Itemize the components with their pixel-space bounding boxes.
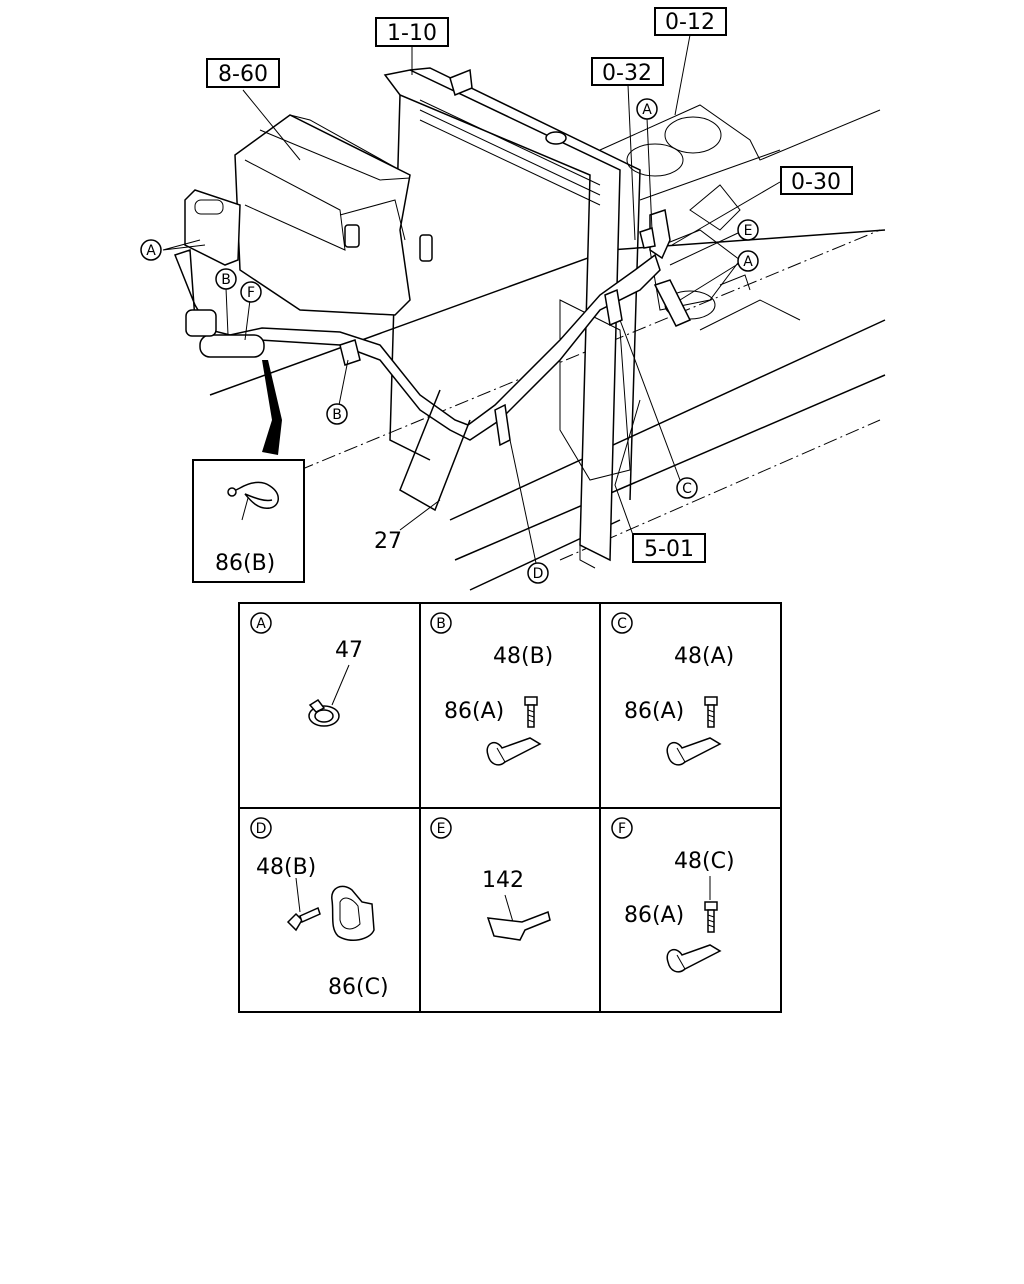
detail-grid: A 47 B 48(B) 86(A) C 48(A) 86(A)	[238, 602, 782, 1013]
ref-box-0-32: 0-32	[591, 57, 664, 86]
svg-text:0-32: 0-32	[602, 61, 652, 86]
heater-hose	[174, 209, 692, 512]
svg-text:B: B	[332, 407, 342, 423]
inset-clip-box: 86(B)	[192, 459, 305, 583]
svg-text:86(A): 86(A)	[444, 699, 504, 724]
svg-text:B: B	[221, 272, 231, 288]
callout-d: D	[527, 562, 549, 584]
svg-text:47: 47	[335, 638, 363, 663]
svg-text:E: E	[744, 223, 753, 239]
part-label-hose: 27	[374, 529, 402, 554]
callout-b-upper: B	[215, 268, 237, 290]
svg-text:C: C	[682, 481, 692, 497]
callout-b-lower: B	[326, 403, 348, 425]
hose-clips	[339, 227, 656, 447]
svg-text:8-60: 8-60	[218, 62, 268, 87]
detail-panel-a: A 47	[250, 612, 363, 727]
inset-pointer	[262, 360, 282, 455]
leader-lines	[162, 34, 781, 564]
svg-text:F: F	[618, 821, 626, 837]
svg-text:A: A	[146, 243, 156, 259]
svg-text:86(A): 86(A)	[624, 699, 684, 724]
svg-text:E: E	[437, 821, 446, 837]
ref-box-1-10: 1-10	[375, 17, 449, 47]
svg-text:48(B): 48(B)	[493, 644, 553, 669]
svg-text:F: F	[247, 285, 255, 301]
detail-panel-c: C 48(A) 86(A)	[611, 612, 734, 766]
svg-text:142: 142	[482, 868, 524, 893]
detail-panel-d: D 48(B) 86(C)	[250, 817, 389, 1000]
svg-text:D: D	[533, 566, 544, 582]
ref-box-0-12: 0-12	[654, 7, 727, 36]
svg-text:48(B): 48(B)	[256, 855, 316, 880]
callout-a-right: A	[737, 250, 759, 272]
detail-panel-f: F 48(C) 86(A)	[611, 817, 735, 973]
svg-text:86(B): 86(B)	[215, 551, 275, 576]
svg-text:A: A	[743, 254, 753, 270]
callout-a-top: A	[636, 98, 658, 120]
ref-box-5-01: 5-01	[632, 533, 706, 563]
callout-c: C	[676, 477, 698, 499]
svg-text:48(C): 48(C)	[674, 849, 735, 874]
svg-text:B: B	[436, 616, 446, 632]
svg-text:0-30: 0-30	[791, 170, 841, 195]
engine-block	[599, 104, 881, 331]
svg-text:A: A	[256, 616, 266, 632]
callout-f: F	[240, 281, 262, 303]
detail-panel-b: B 48(B) 86(A)	[430, 612, 553, 766]
main-view: 1-10 0-12 8-60 0-32 0-30 5-01 A B	[140, 7, 886, 591]
svg-text:1-10: 1-10	[387, 21, 437, 46]
ref-box-8-60: 8-60	[206, 58, 280, 88]
ref-box-0-30: 0-30	[780, 166, 853, 195]
svg-text:86(C): 86(C)	[328, 975, 389, 1000]
svg-text:C: C	[617, 616, 627, 632]
svg-text:5-01: 5-01	[644, 537, 694, 562]
svg-text:0-12: 0-12	[665, 10, 715, 35]
callout-a-left: A	[140, 239, 162, 261]
svg-text:48(A): 48(A)	[674, 644, 734, 669]
svg-text:D: D	[256, 821, 267, 837]
svg-text:86(A): 86(A)	[624, 903, 684, 928]
svg-text:A: A	[642, 102, 652, 118]
detail-panel-e: E 142	[430, 817, 551, 941]
callout-e: E	[737, 219, 759, 241]
heater-unit	[184, 114, 433, 316]
